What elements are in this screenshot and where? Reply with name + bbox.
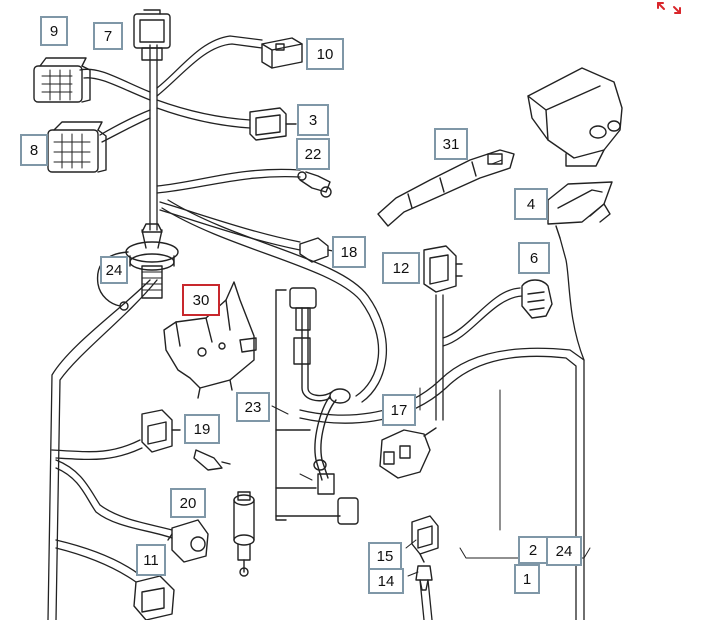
- connector-15: [411, 515, 439, 563]
- callout-4[interactable]: 4: [514, 188, 548, 220]
- connector-12: [423, 245, 463, 293]
- callout-12[interactable]: 12: [382, 252, 420, 284]
- callout-2[interactable]: 2: [518, 536, 548, 564]
- connector-7: [133, 9, 171, 61]
- leader-lines: [207, 159, 591, 577]
- callout-24[interactable]: 24: [546, 536, 582, 566]
- connector-17: [379, 427, 437, 479]
- sensor-22: [297, 171, 332, 198]
- connector-11: [133, 575, 175, 621]
- callout-20[interactable]: 20: [170, 488, 206, 518]
- callout-11[interactable]: 11: [136, 544, 166, 576]
- connector-20: [167, 519, 209, 563]
- callout-7[interactable]: 7: [93, 22, 123, 50]
- callout-1[interactable]: 1: [514, 564, 540, 594]
- pump-motor: [233, 491, 255, 577]
- harness-cables: [47, 35, 585, 621]
- callout-19[interactable]: 19: [184, 414, 220, 444]
- connector-19: [141, 409, 231, 471]
- connector-8: [47, 121, 107, 173]
- connector-4: [547, 181, 613, 239]
- connector-9: [33, 57, 91, 103]
- callout-23[interactable]: 23: [236, 392, 270, 422]
- callout-14[interactable]: 14: [368, 568, 404, 594]
- callout-30[interactable]: 30: [182, 284, 220, 316]
- sensor-14: [415, 565, 433, 591]
- control-module: [527, 67, 623, 167]
- relay-carrier-31: [377, 149, 515, 227]
- callout-15[interactable]: 15: [368, 542, 402, 570]
- callout-24-grommet[interactable]: 24: [100, 256, 128, 284]
- connector-3: [249, 107, 297, 141]
- callout-31[interactable]: 31: [434, 128, 468, 160]
- callout-8[interactable]: 8: [20, 134, 48, 166]
- expand-arrows-icon[interactable]: [654, 0, 684, 16]
- connector-10: [261, 37, 303, 69]
- callout-10[interactable]: 10: [306, 38, 344, 70]
- callout-17[interactable]: 17: [382, 394, 416, 426]
- connector-6: [521, 279, 553, 319]
- callout-3[interactable]: 3: [297, 104, 329, 136]
- sub-harness-23: [275, 287, 359, 525]
- callout-9[interactable]: 9: [40, 16, 68, 46]
- callout-18[interactable]: 18: [332, 236, 366, 268]
- callout-6[interactable]: 6: [518, 242, 550, 274]
- callout-22[interactable]: 22: [296, 138, 330, 170]
